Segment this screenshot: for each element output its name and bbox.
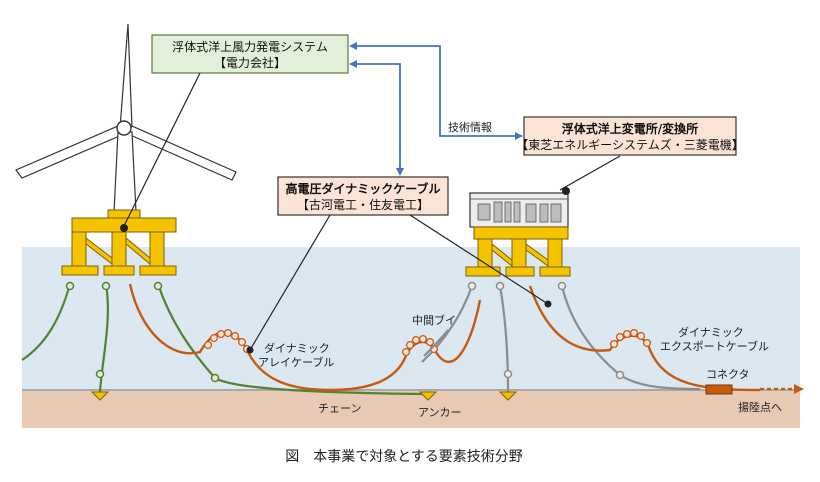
anchor-icon [498, 391, 518, 401]
connector-label: コネクタ [706, 368, 750, 381]
mid-buoy-line [423, 329, 449, 357]
wind-turbine [15, 23, 237, 276]
turbine-mooring-lines [21, 283, 426, 396]
array-cable-label-2: アレイケーブル [258, 355, 334, 369]
callout-dot-array [246, 346, 254, 354]
turbine-mooring-joints [65, 281, 220, 383]
export-cable-label-2: エクスポートケーブル [660, 339, 769, 353]
landing-arrow-head [794, 384, 804, 394]
cable-box: 高電圧ダイナミックケーブル 【古河電工・住友電工】 [277, 176, 449, 216]
substation-equipment [477, 201, 562, 223]
cable-connector [705, 384, 733, 395]
turbine-blade-left [15, 125, 125, 179]
wind-system-company: 【電力会社】 [214, 55, 286, 70]
figure-caption: 図 本事業で対象とする要素技術分野 [285, 449, 523, 465]
substation-float [465, 226, 571, 277]
substation-mooring-joints [467, 281, 625, 380]
tech-info-label: 技術情報 [448, 121, 492, 134]
callout-dot-export [544, 300, 552, 308]
cable-company: 【古河電工・住友電工】 [297, 197, 429, 212]
anchor-icon [418, 391, 438, 401]
array-cable-label-1: ダイナミック [264, 341, 330, 355]
callout-lines [123, 72, 621, 351]
substation-company: 【東芝エネルギーシステムズ・三菱電機】 [516, 137, 743, 152]
chain-label: チェーン [318, 402, 361, 415]
seabed-area [22, 390, 800, 428]
substation-title: 浮体式洋上変電所/変換所 [562, 121, 698, 136]
turbine-blade-top [119, 23, 133, 129]
wind-system-box: 浮体式洋上風力発電システム 【電力会社】 [151, 34, 349, 74]
export-cable-label-1: ダイナミック [678, 325, 744, 339]
anchors [90, 391, 518, 401]
cable-buoyancy-modules [203, 328, 652, 357]
turbine-tower [113, 131, 137, 213]
sea-area [22, 247, 800, 395]
landing-label: 揚陸点へ [738, 401, 782, 414]
tech-info-arrowheads [349, 42, 523, 176]
tech-info-arrows [356, 45, 520, 172]
anchor-label: アンカー [418, 406, 462, 419]
turbine-blade-right [127, 125, 237, 181]
cable-title: 高電圧ダイナミックケーブル [285, 181, 440, 196]
anchor-icon [90, 391, 110, 401]
turbine-float [61, 209, 177, 276]
wind-system-title: 浮体式洋上風力発電システム [172, 39, 328, 54]
mid-buoy-label: 中間ブイ [412, 313, 456, 327]
turbine-hub [116, 120, 132, 136]
substation-platform [465, 187, 571, 277]
substation-box: 浮体式洋上変電所/変換所 【東芝エネルギーシステムズ・三菱電機】 [516, 116, 744, 156]
